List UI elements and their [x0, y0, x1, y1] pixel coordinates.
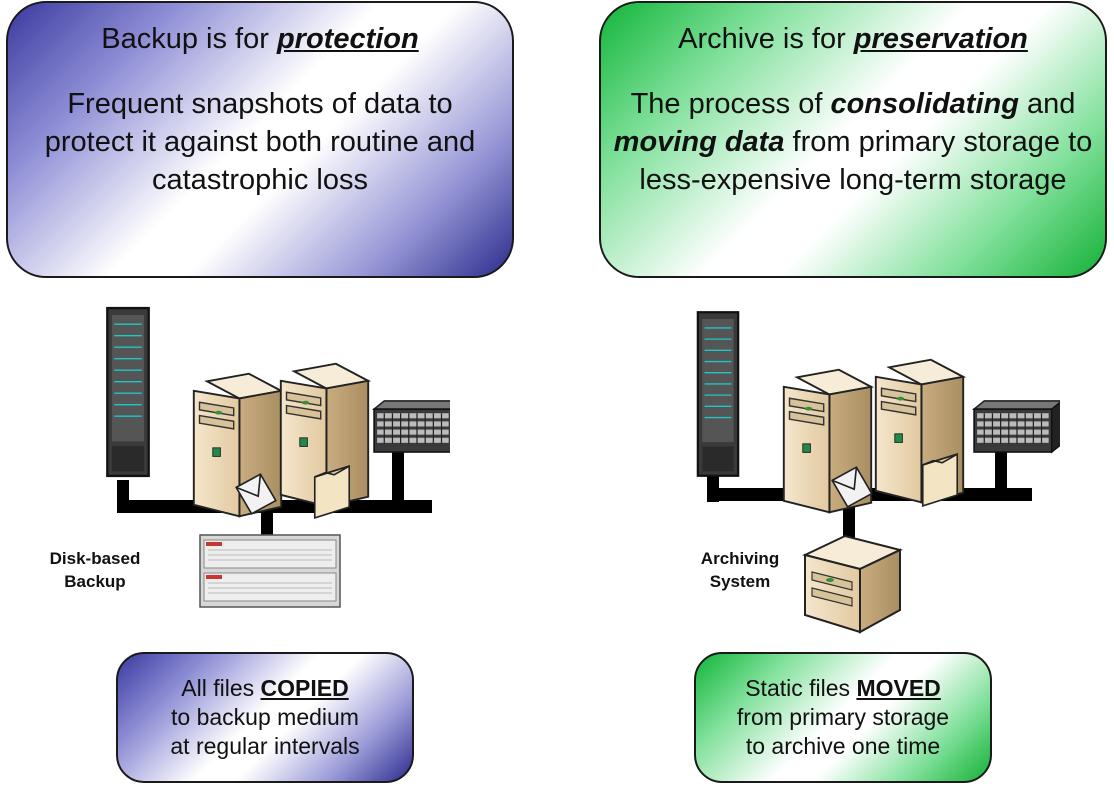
archive-emphasis-consolidating: consolidating [830, 88, 1019, 120]
archiving-system-label: Archiving System [700, 549, 780, 591]
disk-array-icon [973, 400, 1060, 453]
backup-summary-note: All files COPIED to backup medium at reg… [116, 652, 414, 783]
backup-network-diagram [106, 306, 450, 608]
archive-title-emphasis: preservation [853, 23, 1028, 55]
server-rack-icon [106, 306, 150, 478]
disk-based-backup-appliance [199, 534, 341, 608]
backup-definition-card: Backup is for protection Frequent snapsh… [6, 1, 514, 278]
backup-keyword-copied: COPIED [260, 675, 349, 701]
archive-network-diagram [696, 311, 1060, 634]
archive-summary-note: Static files MOVED from primary storage … [694, 652, 992, 783]
backup-title-emphasis: protection [276, 23, 419, 55]
disk-array-icon [373, 400, 450, 453]
archive-emphasis-moving-data: moving data [613, 126, 785, 158]
disk-based-backup-label: Disk-based Backup [49, 549, 141, 591]
archive-title: Archive is for preservation [678, 23, 1028, 55]
archive-keyword-moved: MOVED [856, 675, 941, 701]
backup-title: Backup is for protection [101, 23, 419, 55]
backup-description: Frequent snapshots of data to protect it… [44, 88, 476, 196]
archive-definition-card: Archive is for preservation The process … [599, 1, 1107, 278]
archiving-system-device [802, 534, 903, 634]
archive-description: The process of consolidating and moving … [613, 88, 1093, 196]
server-rack-icon [696, 311, 740, 477]
